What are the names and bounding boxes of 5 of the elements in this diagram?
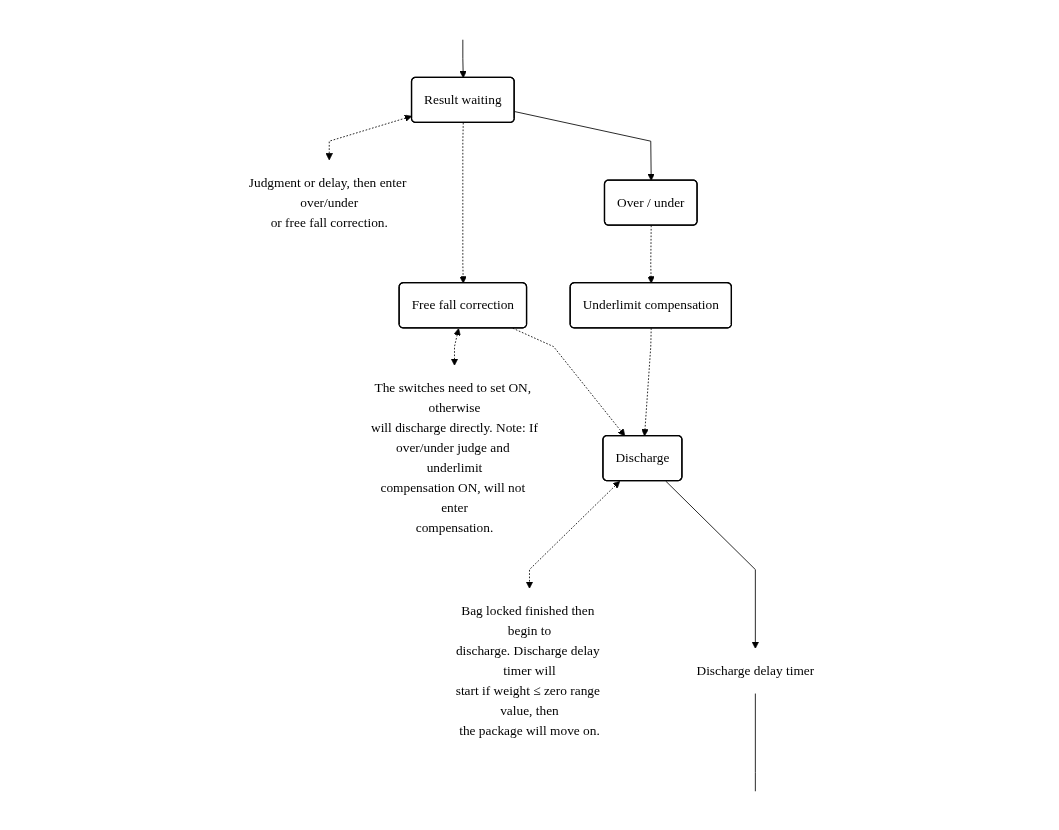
node-text: Judgment or delay, then enter over/under or free fall correction. xyxy=(248,174,406,229)
node-text: Bag locked finished then begin to discharge. Discharge delay timer will start if weight ≤ zero range value, then the package will move on. xyxy=(455,602,600,738)
node-text: Discharge delay timer xyxy=(696,662,814,678)
connector xyxy=(754,692,756,792)
node-text: The switches need to set ON, otherwise will discharge directly. Note: If over/under judge and underlimit compensation ON, will not enter compensation. xyxy=(370,379,538,535)
